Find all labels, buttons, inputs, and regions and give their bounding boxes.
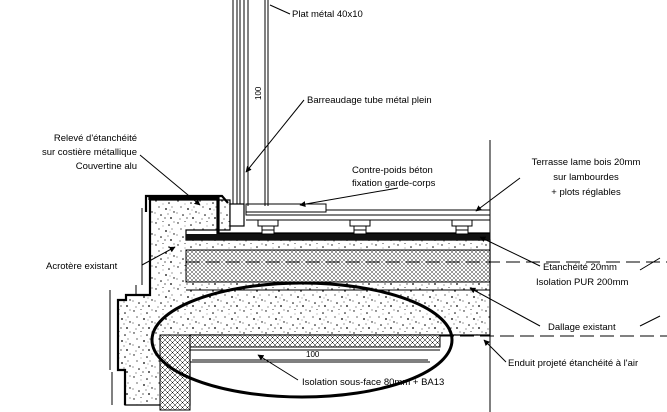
leader-lines <box>139 4 661 381</box>
dim-horizontal-text: 100 <box>306 350 320 359</box>
counterweight-block <box>245 203 327 213</box>
soffit-insulation-ceiling <box>189 334 441 348</box>
soffit-insulation-left <box>159 334 191 411</box>
label-dallage: Dallage existant <box>548 322 616 333</box>
label-isolation-sous-face: Isolation sous-face 80mm + BA13 <box>302 377 444 388</box>
label-enduit: Enduit projeté étanchéité à l'air <box>508 358 638 369</box>
label-releve-2: sur costière métallique <box>42 147 137 158</box>
label-acrotere: Acrotère existant <box>46 261 118 272</box>
acrotere-outer-lines <box>109 208 143 405</box>
label-terrasse-3: + plots réglables <box>551 187 621 198</box>
label-terrasse-2: sur lambourdes <box>553 172 619 183</box>
label-plat-metal: Plat métal 40x10 <box>292 9 363 20</box>
label-contre-poids-1: Contre-poids béton <box>352 165 433 176</box>
pur-insulation-layer <box>185 249 491 283</box>
label-contre-poids-2: fixation garde-corps <box>352 178 436 189</box>
pedestal-3 <box>451 219 473 235</box>
label-barreaudage: Barreaudage tube métal plein <box>307 95 432 106</box>
label-releve-3: Couvertine alu <box>76 161 137 172</box>
dim-vertical-text: 100 <box>254 86 263 100</box>
guardrail-post <box>229 0 269 227</box>
existing-wall-outline <box>116 200 152 405</box>
label-isolation-pur: Isolation PUR 200mm <box>536 277 628 288</box>
couvertine-cap <box>144 194 229 212</box>
membrane-band <box>186 234 490 240</box>
label-etancheite: Etanchéité 20mm <box>543 262 617 273</box>
pedestal-1 <box>257 219 279 235</box>
label-releve-1: Relevé d'étanchéité <box>54 133 137 144</box>
pedestal-2 <box>349 219 371 235</box>
highlight-ellipse <box>150 281 454 399</box>
label-terrasse-1: Terrasse lame bois 20mm <box>532 157 641 168</box>
